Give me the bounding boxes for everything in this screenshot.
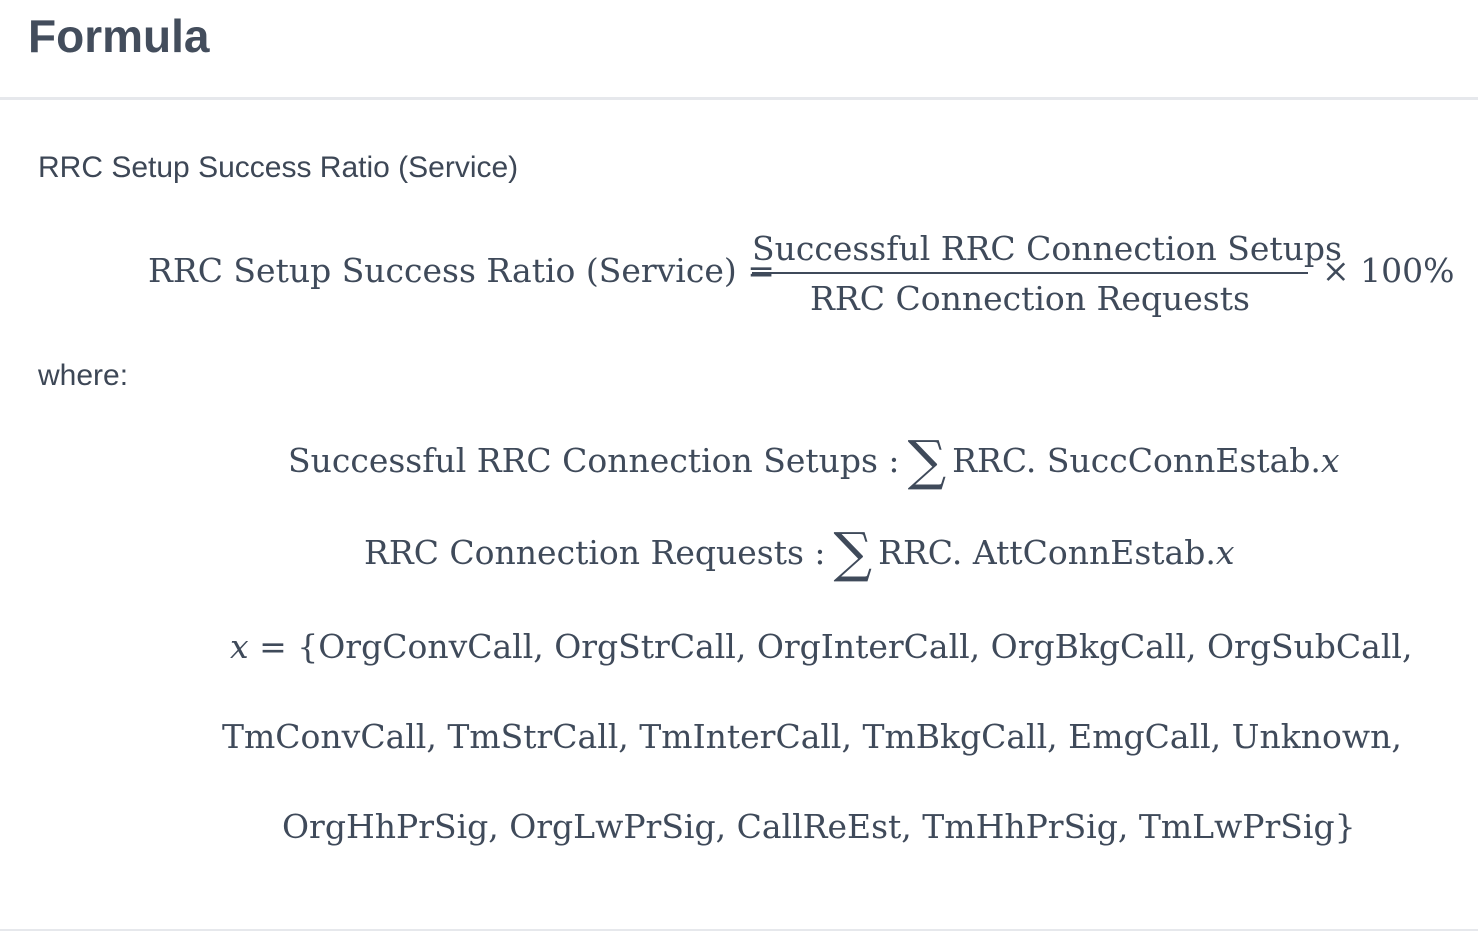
- x-set-values-1: = {OrgConvCall, OrgStrCall, OrgInterCall…: [248, 627, 1413, 666]
- percent-multiplier: × 100%: [1322, 251, 1455, 290]
- fraction-numerator: Successful RRC Connection Setups: [752, 229, 1342, 268]
- definition-term: RRC Connection Requests :: [364, 533, 826, 572]
- definition-successful-setups: Successful RRC Connection Setups :∑RRC. …: [288, 429, 1340, 492]
- page-title: Formula: [28, 10, 210, 62]
- definition-term: Successful RRC Connection Setups :: [288, 441, 900, 480]
- x-set-line-3: OrgHhPrSig, OrgLwPrSig, CallReEst, TmHhP…: [282, 802, 1356, 852]
- fraction-denominator: RRC Connection Requests: [810, 279, 1250, 318]
- formula-header: Formula: [0, 0, 1478, 100]
- x-variable: x: [230, 627, 249, 666]
- bottom-divider: [0, 929, 1478, 931]
- definition-counter: RRC. SuccConnEstab.: [952, 441, 1321, 480]
- x-set-line-2: TmConvCall, TmStrCall, TmInterCall, TmBk…: [222, 712, 1402, 762]
- kpi-name-label: RRC Setup Success Ratio (Service): [38, 151, 519, 184]
- sum-icon: ∑: [833, 521, 873, 584]
- fraction-bar: [752, 272, 1308, 274]
- sum-icon: ∑: [907, 429, 947, 492]
- equation-fraction: Successful RRC Connection Setups RRC Con…: [752, 228, 1342, 320]
- definition-counter: RRC. AttConnEstab.: [878, 533, 1216, 572]
- equation-lhs: RRC Setup Success Ratio (Service) =: [148, 254, 775, 287]
- where-label: where:: [38, 359, 129, 392]
- main-equation: RRC Setup Success Ratio (Service) = Succ…: [148, 228, 1454, 328]
- definition-connection-requests: RRC Connection Requests :∑RRC. AttConnEs…: [364, 521, 1235, 584]
- definition-variable: x: [1215, 533, 1235, 572]
- x-set-values-2: TmConvCall, TmStrCall, TmInterCall, TmBk…: [222, 717, 1402, 756]
- definition-variable: x: [1320, 441, 1340, 480]
- equation-lhs-text: RRC Setup Success Ratio (Service): [148, 251, 737, 290]
- x-set-values-3: OrgHhPrSig, OrgLwPrSig, CallReEst, TmHhP…: [282, 807, 1356, 846]
- x-set-line-1: x = {OrgConvCall, OrgStrCall, OrgInterCa…: [230, 622, 1412, 672]
- equals-sign: =: [747, 251, 775, 290]
